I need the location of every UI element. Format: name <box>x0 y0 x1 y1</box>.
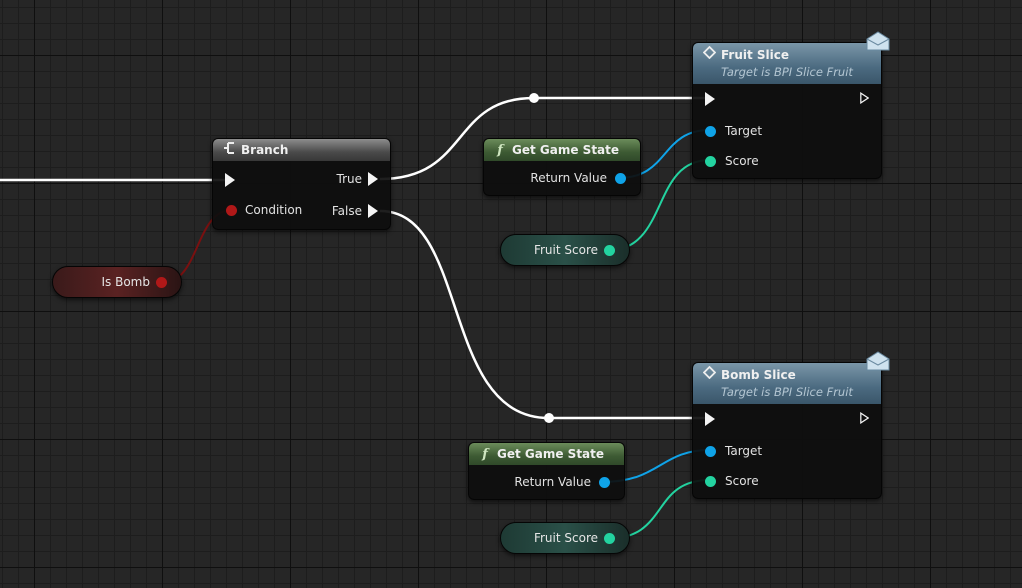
interface-message-icon <box>701 45 717 63</box>
bomb-slice-target-label: Target <box>725 444 763 458</box>
get-game-state-header-1[interactable]: f Get Game State <box>484 139 640 161</box>
branch-title: Branch <box>241 143 289 157</box>
exec-out-pin-icon[interactable] <box>368 204 378 218</box>
fruit-score-variable-node-1[interactable]: Fruit Score <box>500 234 630 266</box>
get-game-state-header-2[interactable]: f Get Game State <box>469 443 624 465</box>
get-game-state-return-1[interactable]: Return Value <box>530 171 626 185</box>
branch-condition-label: Condition <box>245 203 303 217</box>
object-pin-icon[interactable] <box>705 445 716 457</box>
return-value-label-1: Return Value <box>530 171 607 185</box>
bomb-slice-node[interactable]: Bomb Slice Target is BPI Slice Fruit Tar… <box>692 362 882 499</box>
object-pin-icon[interactable] <box>599 476 610 488</box>
exec-out-pin-icon[interactable] <box>860 412 869 424</box>
bomb-slice-score-label: Score <box>725 474 759 488</box>
branch-node[interactable]: Branch True False Condition <box>212 138 391 230</box>
reroute-node-true[interactable] <box>529 93 539 103</box>
branch-icon <box>221 141 237 159</box>
fruit-slice-node[interactable]: Fruit Slice Target is BPI Slice Fruit Ta… <box>692 42 882 179</box>
is-bomb-variable-node[interactable]: Is Bomb <box>52 266 182 298</box>
fruit-slice-exec-out[interactable] <box>860 92 869 104</box>
struct-pin-icon[interactable] <box>705 475 716 487</box>
bomb-slice-score-input[interactable]: Score <box>705 474 759 488</box>
branch-false-output[interactable]: False <box>332 204 378 218</box>
return-value-label-2: Return Value <box>514 475 591 489</box>
struct-pin-icon[interactable] <box>604 532 615 544</box>
fruit-score-variable-node-2[interactable]: Fruit Score <box>500 522 630 554</box>
bool-pin-icon[interactable] <box>226 204 237 216</box>
reroute-node-false[interactable] <box>544 413 554 423</box>
fruit-slice-target-label: Target <box>725 124 763 138</box>
exec-in-pin-icon[interactable] <box>705 92 715 106</box>
bomb-slice-title: Bomb Slice <box>721 367 796 382</box>
function-icon: f <box>497 142 503 158</box>
fruit-slice-title: Fruit Slice <box>721 47 790 62</box>
branch-exec-in[interactable] <box>225 173 235 187</box>
fruit-slice-subtitle: Target is BPI Slice Fruit <box>721 65 853 79</box>
get-game-state-title-2: Get Game State <box>497 447 605 461</box>
exec-out-pin-icon[interactable] <box>860 92 869 104</box>
interface-message-icon <box>701 365 717 383</box>
bomb-slice-header[interactable]: Bomb Slice Target is BPI Slice Fruit <box>693 363 881 404</box>
branch-true-output[interactable]: True <box>336 172 378 186</box>
struct-pin-icon[interactable] <box>705 155 716 167</box>
bomb-slice-target-input[interactable]: Target <box>705 444 762 458</box>
bool-pin-icon[interactable] <box>156 276 167 288</box>
function-icon: f <box>482 446 488 462</box>
get-game-state-node-2[interactable]: f Get Game State Return Value <box>468 442 625 500</box>
get-game-state-title-1: Get Game State <box>512 143 620 157</box>
fruit-slice-score-label: Score <box>725 154 759 168</box>
branch-false-label: False <box>331 204 362 218</box>
envelope-icon <box>866 351 890 371</box>
fruit-slice-target-input[interactable]: Target <box>705 124 762 138</box>
exec-in-pin-icon[interactable] <box>225 173 235 187</box>
object-pin-icon[interactable] <box>705 125 716 137</box>
bomb-slice-subtitle: Target is BPI Slice Fruit <box>721 385 853 399</box>
fruit-score-label-2: Fruit Score <box>533 531 598 545</box>
fruit-score-label-1: Fruit Score <box>533 243 598 257</box>
branch-header[interactable]: Branch <box>213 139 390 161</box>
envelope-icon <box>866 31 890 51</box>
is-bomb-label: Is Bomb <box>101 275 151 289</box>
bomb-slice-exec-out[interactable] <box>860 412 869 424</box>
bomb-slice-exec-in[interactable] <box>705 412 715 426</box>
struct-pin-icon[interactable] <box>604 244 615 256</box>
object-pin-icon[interactable] <box>615 172 626 184</box>
exec-in-pin-icon[interactable] <box>705 412 715 426</box>
branch-true-label: True <box>336 172 363 186</box>
branch-condition-input[interactable]: Condition <box>226 203 302 217</box>
fruit-slice-header[interactable]: Fruit Slice Target is BPI Slice Fruit <box>693 43 881 84</box>
fruit-slice-score-input[interactable]: Score <box>705 154 759 168</box>
get-game-state-node-1[interactable]: f Get Game State Return Value <box>483 138 641 196</box>
get-game-state-return-2[interactable]: Return Value <box>514 475 610 489</box>
fruit-slice-exec-in[interactable] <box>705 92 715 106</box>
exec-out-pin-icon[interactable] <box>368 172 378 186</box>
